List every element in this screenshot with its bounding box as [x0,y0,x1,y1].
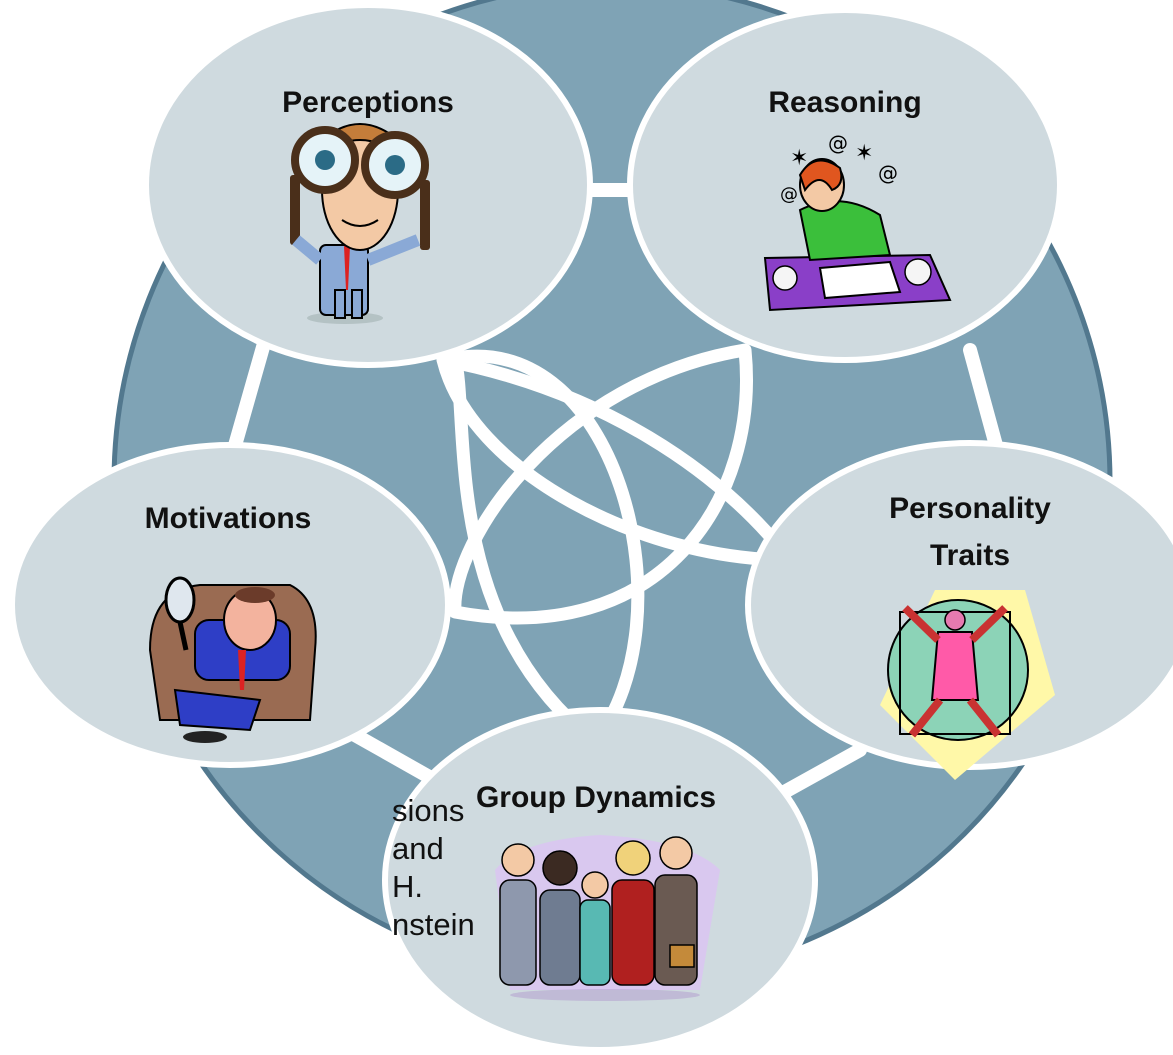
node-group-dynamics: Group Dynamics [382,707,818,1053]
group-of-people-icon [495,835,720,1001]
svg-text:✶: ✶ [790,146,808,171]
svg-text:@: @ [878,161,898,185]
side-text-line-1: sions [392,793,465,828]
side-text-line-4: nstein [392,907,475,942]
svg-text:@: @ [780,184,798,205]
node-reasoning-title: Reasoning [768,86,921,119]
node-motivations-title: Motivations [145,502,312,535]
node-personality-title-line-1: Personality [889,492,1051,525]
svg-text:@: @ [828,131,848,155]
node-personality-title-line-2: Traits [930,539,1010,572]
node-perceptions: Perceptions [143,2,593,368]
svg-text:✶: ✶ [855,141,873,166]
node-group-title: Group Dynamics [476,781,716,814]
side-text-line-3: H. [392,869,423,904]
node-motivations: Motivations [9,442,451,768]
node-reasoning: Reasoning ✶ ✶ @ @ @ [627,7,1063,363]
man-with-big-glasses-icon [290,123,430,324]
man-with-mirror-icon [148,576,317,743]
vitruvian-figure-icon [880,590,1055,780]
frustrated-writer-icon: ✶ ✶ @ @ @ [763,131,952,312]
node-perceptions-title: Perceptions [282,86,454,119]
node-personality-traits: Personality Traits [745,440,1173,780]
side-text-line-2: and [392,831,444,866]
